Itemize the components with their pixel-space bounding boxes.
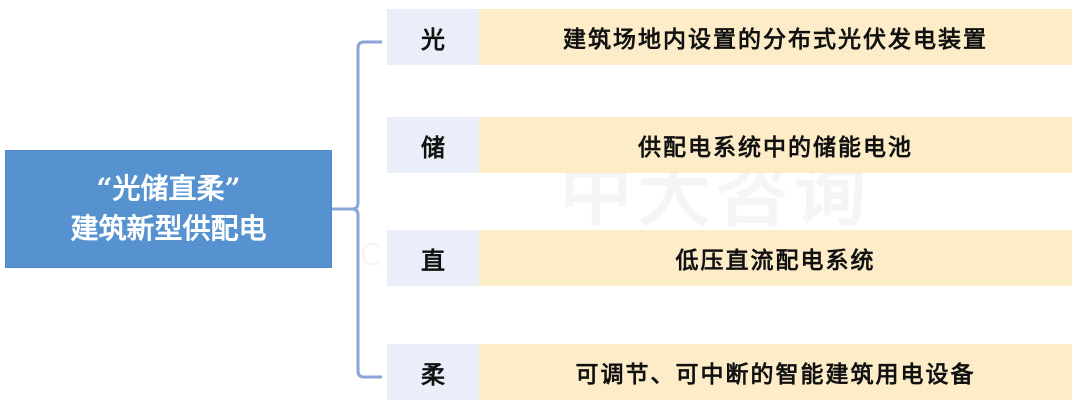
branch-key: 直 [387, 230, 479, 286]
branch-description: 可调节、可中断的智能建筑用电设备 [479, 344, 1072, 400]
branch-description: 低压直流配电系统 [479, 230, 1072, 286]
central-topic-line1: “光储直柔” [96, 172, 241, 205]
branch-row-chu: 储 供配电系统中的储能电池 [387, 117, 1072, 173]
branch-key: 储 [387, 117, 479, 173]
branch-key: 光 [387, 9, 479, 65]
branch-row-guang: 光 建筑场地内设置的分布式光伏发电装置 [387, 9, 1072, 65]
branch-description: 供配电系统中的储能电池 [479, 117, 1072, 173]
branch-description: 建筑场地内设置的分布式光伏发电装置 [479, 9, 1072, 65]
branch-row-rou: 柔 可调节、可中断的智能建筑用电设备 [387, 344, 1072, 400]
branch-row-zhi: 直 低压直流配电系统 [387, 230, 1072, 286]
branch-key: 柔 [387, 344, 479, 400]
central-topic-line2: 建筑新型供配电 [70, 212, 267, 245]
central-topic-box: “光储直柔” 建筑新型供配电 [5, 150, 332, 268]
